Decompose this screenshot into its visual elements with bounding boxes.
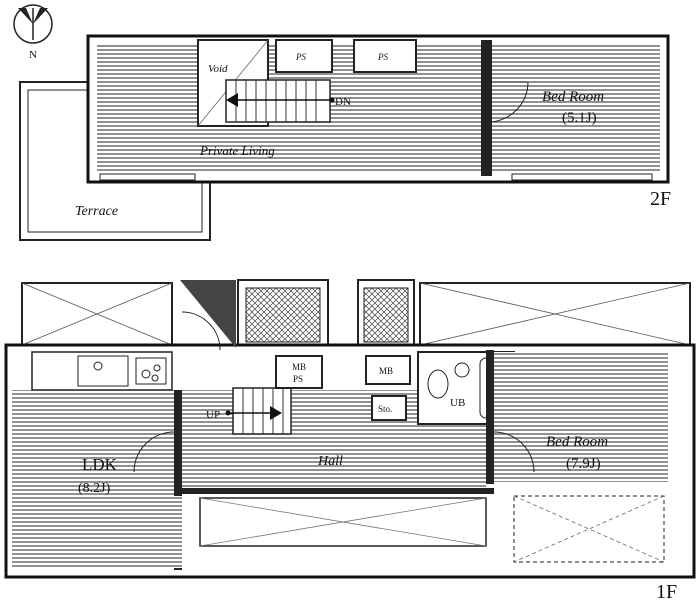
floor-2-label: 2F <box>650 188 671 210</box>
ps2-label: PS <box>377 52 388 62</box>
hall-label: Hall <box>317 454 343 469</box>
stairs-1f <box>232 387 292 435</box>
compass-ring <box>13 4 53 44</box>
mbps-label-1: MB <box>292 362 306 372</box>
bedroom-1f-size: (7.9J) <box>566 456 601 472</box>
bedroom-2f-label: Bed Room <box>542 89 604 105</box>
bedroom-1f-label: Bed Room <box>546 434 608 450</box>
compass-needle-icon <box>18 8 33 24</box>
light-shaft-2 <box>363 287 409 343</box>
floor-1-label: 1F <box>656 581 677 603</box>
compass: N <box>13 4 53 61</box>
storage-label: Sto. <box>378 404 392 414</box>
mb-label: MB <box>379 366 393 376</box>
stairs-up-arrow-icon <box>270 406 282 420</box>
storage-closet <box>371 395 407 421</box>
sink-icon <box>77 355 129 387</box>
dn-label: DN <box>335 96 351 108</box>
stairs-down-arrow-icon <box>226 93 238 107</box>
mb-ps-closet <box>275 355 323 389</box>
ps-closet-2 <box>353 39 417 73</box>
ps-closet-1 <box>275 39 333 73</box>
bedroom-1f-area <box>494 352 668 482</box>
light-shaft-1 <box>245 287 321 343</box>
bedroom-2f-size: (5.1J) <box>562 110 597 126</box>
stove-icon <box>135 357 167 385</box>
mbps-label-2: PS <box>293 374 303 384</box>
floor-2: Terrace Void DN PS PS Private Livi <box>19 34 671 241</box>
ps1-label: PS <box>295 52 306 62</box>
private-living-label: Private Living <box>199 143 275 158</box>
bedroom-2f-area <box>492 44 660 172</box>
ub-label: UB <box>450 397 465 409</box>
north-label: N <box>29 49 37 61</box>
mb-closet <box>365 355 411 385</box>
ldk-label: LDK <box>82 455 118 474</box>
ldk-size: (8.2J) <box>78 481 111 496</box>
terrace-label: Terrace <box>75 204 118 219</box>
stairs-2f <box>225 79 331 123</box>
entry-wall <box>180 280 236 348</box>
bedroom-porch <box>513 495 665 563</box>
up-label: UP <box>206 409 220 421</box>
void-label: Void <box>208 63 228 75</box>
toilet-icon <box>427 369 449 399</box>
floor-1: LDK (8.2J) Hall UP MB PS MB Sto. <box>4 279 696 603</box>
